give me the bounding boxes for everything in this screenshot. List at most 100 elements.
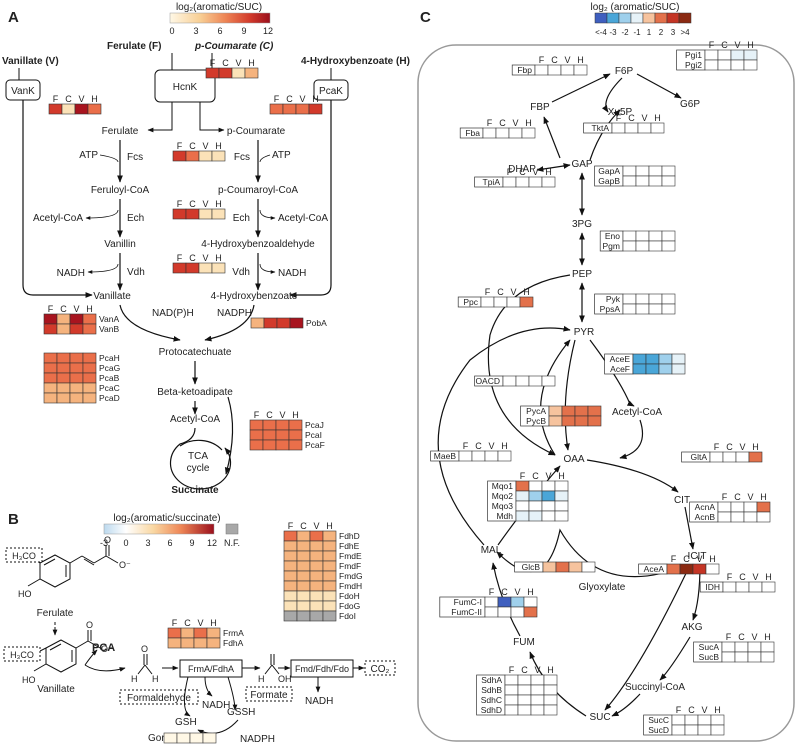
heatmap-cell bbox=[645, 363, 660, 375]
heatmap-cell bbox=[43, 313, 58, 325]
heatmap-cell bbox=[43, 372, 58, 384]
column-header: C bbox=[521, 665, 528, 675]
column-header: H bbox=[215, 141, 222, 151]
heatmap-cell bbox=[658, 353, 673, 365]
column-header: V bbox=[73, 304, 79, 314]
heatmap-cell bbox=[189, 732, 204, 744]
column-header: F bbox=[489, 587, 495, 597]
heatmap-cell bbox=[231, 67, 246, 79]
heatmap-row-label: PycA bbox=[526, 406, 546, 416]
heatmap-cell bbox=[69, 362, 84, 374]
metabolite-mal: MAL bbox=[481, 545, 502, 556]
legend-tick: >4 bbox=[680, 28, 690, 37]
heatmap-cell bbox=[458, 450, 473, 462]
heatmap-cell bbox=[262, 429, 277, 441]
heatmap-cell bbox=[747, 651, 762, 663]
heatmap-row-label: FdoH bbox=[339, 591, 360, 601]
heatmap-cell bbox=[56, 392, 71, 404]
heatmap-cell bbox=[611, 122, 626, 134]
legend-tick: 12 bbox=[207, 538, 217, 548]
heatmap-cell bbox=[743, 49, 758, 61]
heatmap-cell bbox=[211, 208, 226, 220]
heatmap-cell bbox=[262, 439, 277, 451]
heatmap-cell bbox=[218, 67, 233, 79]
column-header: F bbox=[177, 253, 183, 263]
heatmap-cell bbox=[69, 352, 84, 364]
heatmap-row-label: SdhA bbox=[481, 675, 502, 685]
heatmap-cell bbox=[554, 490, 569, 502]
heatmap-row-label: FdhE bbox=[339, 541, 360, 551]
column-header: V bbox=[235, 58, 241, 68]
legend-swatch bbox=[594, 12, 608, 24]
heatmap-cell bbox=[709, 451, 724, 463]
heatmap-row-label: PcaB bbox=[99, 373, 120, 383]
nadh-2: NADH bbox=[305, 696, 333, 707]
heatmap-cell bbox=[543, 694, 558, 706]
heatmap-cell bbox=[528, 176, 543, 188]
heatmap-cell bbox=[283, 540, 298, 552]
heatmap-row-label: FumC-I bbox=[454, 597, 482, 607]
column-header: F bbox=[539, 55, 545, 65]
heatmap-row-label: AceF bbox=[610, 364, 630, 374]
heatmap-cell bbox=[309, 570, 324, 582]
heatmap-cell bbox=[515, 490, 530, 502]
heatmap-cell bbox=[176, 732, 191, 744]
tca-label: TCA bbox=[188, 451, 208, 462]
heatmap-row-label: PcaG bbox=[99, 363, 120, 373]
heatmap-cell bbox=[705, 563, 720, 575]
metabolite-feruloyl-coa: Feruloyl-CoA bbox=[91, 185, 150, 196]
legend-title: log₂(aromatic/SUC) bbox=[176, 2, 262, 13]
metabolite-3pg: 3PG bbox=[572, 219, 592, 230]
heatmap-cell bbox=[756, 511, 771, 523]
heatmap-cell bbox=[622, 293, 637, 305]
heatmap-cell bbox=[504, 684, 519, 696]
heatmap-cell bbox=[74, 103, 89, 115]
metabolite-vanillate: Vanillate bbox=[93, 291, 131, 302]
heatmap-cell bbox=[624, 122, 639, 134]
heatmap-cell bbox=[322, 540, 337, 552]
heatmap-cell bbox=[743, 511, 758, 523]
heatmap-cell bbox=[515, 510, 530, 522]
heatmap-cell bbox=[554, 500, 569, 512]
heatmap-cell bbox=[671, 714, 686, 726]
heatmap-cell bbox=[484, 606, 499, 618]
heatmap-row-label: AceE bbox=[610, 354, 631, 364]
heatmap-cell bbox=[56, 362, 71, 374]
column-header: F bbox=[177, 141, 183, 151]
heatmap-cell bbox=[296, 550, 311, 562]
column-header: F bbox=[288, 521, 294, 531]
heatmap-cell bbox=[283, 570, 298, 582]
heatmap-cell bbox=[484, 450, 499, 462]
h3co-top: H₃CO bbox=[12, 551, 36, 561]
heatmap-cell bbox=[198, 150, 213, 162]
heatmap-cell bbox=[43, 392, 58, 404]
column-header: F bbox=[616, 113, 622, 123]
heatmap-cell bbox=[262, 419, 277, 431]
heatmap-cell bbox=[717, 501, 732, 513]
heatmap-row-label: PpsA bbox=[600, 304, 621, 314]
transporter-pcak-label: PcaK bbox=[319, 86, 343, 97]
heatmap-cell bbox=[497, 606, 512, 618]
heatmap-row-label: FmdF bbox=[339, 561, 361, 571]
heatmap-cell bbox=[205, 67, 220, 79]
heatmap-cell bbox=[635, 293, 650, 305]
heatmap-cell bbox=[43, 352, 58, 364]
heatmap-cell bbox=[523, 606, 538, 618]
heatmap-cell bbox=[276, 317, 291, 329]
heatmap-cell bbox=[730, 511, 745, 523]
heatmap-cell bbox=[717, 511, 732, 523]
h-label-1: H bbox=[131, 674, 138, 684]
heatmap-cell bbox=[622, 175, 637, 187]
heatmap-cell bbox=[722, 581, 737, 593]
column-header: H bbox=[558, 471, 565, 481]
column-header: V bbox=[534, 665, 540, 675]
heatmap-cell bbox=[541, 500, 556, 512]
